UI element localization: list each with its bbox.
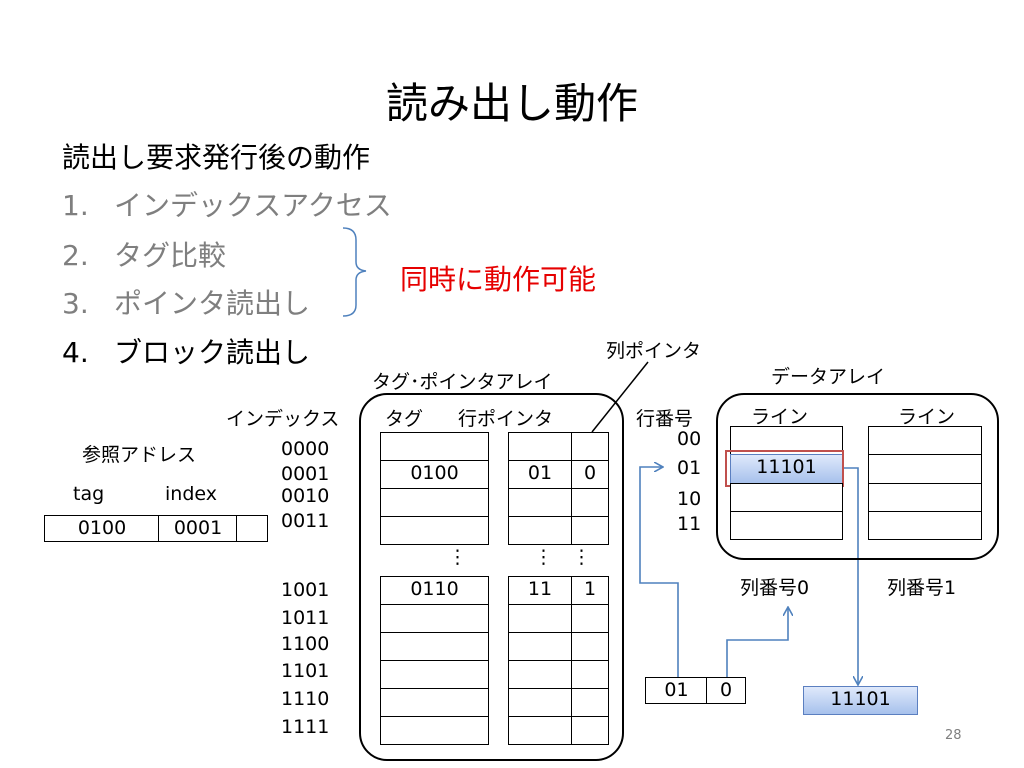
step-1: 1. インデックスアクセス	[62, 184, 392, 224]
tag-cell	[380, 688, 489, 717]
step-2-number: 2.	[62, 239, 89, 272]
slide-title: 読み出し動作	[385, 79, 638, 128]
index-header: インデックス	[226, 408, 340, 430]
row-pointer-cell	[508, 632, 572, 661]
output-row-pointer-cell: 01	[645, 677, 708, 704]
data-array-frame	[716, 393, 999, 560]
index-1011: 1011	[281, 607, 330, 629]
column-pointer-cell	[571, 516, 609, 545]
row-pointer-header: 行ポインタ	[458, 408, 554, 430]
data-line-cell	[730, 511, 843, 540]
row-pointer-cell	[508, 660, 572, 689]
selected-line-highlight	[725, 450, 844, 487]
simultaneous-note: 同時に動作可能	[400, 263, 597, 296]
address-index-cell: 0001	[158, 515, 238, 542]
column-pointer-cell: 1	[571, 576, 609, 605]
index-0010: 0010	[281, 485, 330, 507]
index-0000: 0000	[281, 438, 330, 460]
column-pointer-cell	[571, 688, 609, 717]
column-pointer-cell	[571, 604, 609, 633]
data-array-title: データアレイ	[771, 366, 886, 388]
selected-data-line: 11101	[730, 454, 843, 484]
step-4: 4. ブロック読出し	[62, 331, 310, 371]
step-2: 2. タグ比較	[62, 234, 226, 274]
tag-cell	[380, 432, 489, 461]
column-number-1-label: 列番号1	[887, 577, 957, 599]
step-1-text: インデックスアクセス	[114, 189, 392, 222]
tag-cell: 0100	[380, 460, 489, 489]
output-data-block: 11101	[803, 686, 918, 715]
data-line-cell	[868, 454, 982, 484]
page-number: 28	[945, 728, 962, 743]
step-3-text: ポインタ読出し	[114, 287, 311, 320]
data-line-cell	[868, 426, 982, 455]
tag-cell: 0110	[380, 576, 489, 605]
tag-cell	[380, 488, 489, 517]
index-1101: 1101	[281, 660, 330, 682]
column-pointer-label: 列ポインタ	[606, 340, 702, 362]
column-pointer-cell	[571, 488, 609, 517]
tag-cell	[380, 632, 489, 661]
tag-header: タグ	[385, 408, 424, 430]
row-pointer-cell: 01	[508, 460, 572, 489]
ellipsis: ⋮	[448, 546, 467, 568]
row-pointer-cell	[508, 516, 572, 545]
step-3: 3. ポインタ読出し	[62, 282, 310, 322]
step-4-number: 4.	[62, 336, 89, 369]
tag-cell	[380, 660, 489, 689]
row-number-header: 行番号	[636, 408, 694, 430]
step-4-text: ブロック読出し	[114, 336, 311, 369]
row-number-10: 10	[677, 488, 702, 510]
row-pointer-cell	[508, 604, 572, 633]
data-line-cell	[868, 483, 982, 512]
step-2-text: タグ比較	[114, 239, 227, 272]
row-pointer-cell	[508, 688, 572, 717]
brace-bracket	[342, 227, 367, 317]
tag-array-title: タグ･ポインタアレイ	[372, 371, 553, 393]
tag-pointer-array-frame	[359, 393, 624, 761]
row-number-11: 11	[677, 513, 702, 535]
reference-address-label: 参照アドレス	[82, 444, 197, 466]
tag-label: tag	[73, 483, 105, 505]
index-1111: 1111	[281, 716, 330, 738]
tag-cell	[380, 516, 489, 545]
index-0001: 0001	[281, 463, 330, 485]
address-offset-cell	[236, 515, 268, 542]
column-pointer-cell: 0	[571, 460, 609, 489]
row-pointer-cell: 11	[508, 576, 572, 605]
row-pointer-arrow	[639, 467, 679, 678]
data-line-cell	[730, 483, 843, 512]
column-pointer-cell	[571, 716, 609, 745]
ellipsis: ⋮	[572, 546, 591, 568]
line-label-0: ライン	[751, 406, 809, 428]
row-number-00: 00	[677, 428, 702, 450]
column-pointer-arrow	[726, 608, 788, 678]
index-1100: 1100	[281, 633, 330, 655]
tag-cell	[380, 716, 489, 745]
ellipsis: ⋮	[534, 546, 553, 568]
step-3-number: 3.	[62, 287, 89, 320]
column-pointer-cell	[571, 660, 609, 689]
row-pointer-cell	[508, 432, 572, 461]
output-arrow	[844, 467, 858, 684]
line-label-1: ライン	[898, 406, 956, 428]
row-pointer-cell	[508, 488, 572, 517]
column-pointer-cell	[571, 632, 609, 661]
row-number-01: 01	[677, 457, 702, 479]
index-1110: 1110	[281, 688, 330, 710]
data-line-cell	[868, 511, 982, 540]
lead-text: 読出し要求発行後の動作	[62, 141, 371, 174]
index-1001: 1001	[281, 579, 330, 601]
row-pointer-cell	[508, 716, 572, 745]
output-column-pointer-cell: 0	[706, 677, 746, 704]
index-0011: 0011	[281, 510, 330, 532]
column-number-0-label: 列番号0	[740, 577, 810, 599]
address-tag-cell: 0100	[44, 515, 160, 542]
column-pointer-cell	[571, 432, 609, 461]
tag-cell	[380, 604, 489, 633]
step-1-number: 1.	[62, 189, 89, 222]
index-label: index	[165, 483, 217, 505]
